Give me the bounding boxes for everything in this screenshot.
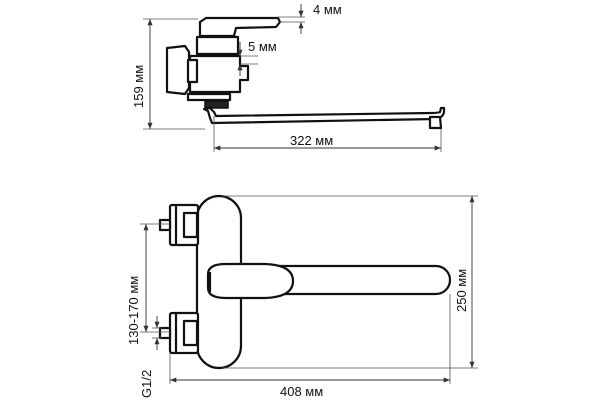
side-spout bbox=[202, 106, 446, 125]
front-lower-eccentric bbox=[182, 319, 199, 347]
side-lever bbox=[198, 16, 282, 38]
side-aerator bbox=[428, 115, 443, 130]
side-view: 4 мм 5 мм 159 мм 322 мм bbox=[131, 2, 446, 152]
dim-label-body-height: 250 мм bbox=[454, 269, 469, 312]
dim-label-top-offset: 4 мм bbox=[313, 2, 342, 17]
front-view: 130-170 мм G1/2 250 мм 408 мм bbox=[126, 194, 478, 399]
front-lever bbox=[206, 262, 295, 300]
side-cartridge-body bbox=[195, 35, 240, 56]
side-eccentric bbox=[165, 44, 191, 96]
dim-label-side-height: 159 мм bbox=[131, 65, 146, 108]
front-upper-pipe bbox=[158, 218, 172, 232]
dim-label-spout-length: 322 мм bbox=[290, 133, 333, 148]
front-upper-eccentric bbox=[182, 211, 199, 239]
dim-label-lever-offset: 5 мм bbox=[248, 39, 277, 54]
side-mixer-body bbox=[188, 54, 250, 94]
side-eccentric-nut bbox=[186, 58, 199, 84]
side-lower-joint bbox=[186, 92, 232, 102]
dim-label-total-length: 408 мм bbox=[280, 384, 323, 399]
dim-label-thread: G1/2 bbox=[139, 370, 154, 398]
dim-label-inlet-spacing: 130-170 мм bbox=[126, 276, 141, 345]
front-lower-pipe bbox=[158, 326, 172, 340]
side-diverter-ring bbox=[204, 100, 229, 109]
front-spout bbox=[268, 264, 452, 296]
